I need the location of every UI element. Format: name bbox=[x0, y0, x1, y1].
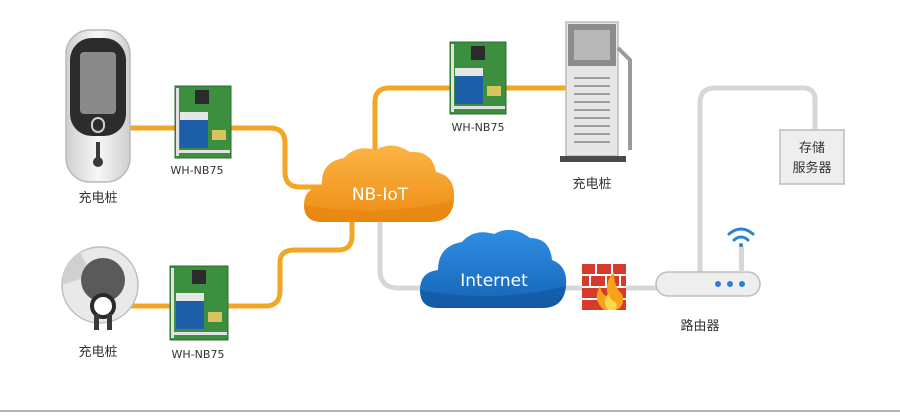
storage-server-icon bbox=[779, 129, 845, 185]
module-top-right-icon bbox=[449, 41, 507, 115]
connection-lines bbox=[117, 85, 818, 309]
wifi-signal-icon bbox=[727, 227, 755, 247]
module-top-left-label: WH-NB75 bbox=[171, 164, 224, 177]
module-bottom-left-icon bbox=[169, 265, 229, 341]
link-module-bl-to-nbiot bbox=[225, 215, 355, 309]
internet-cloud-icon bbox=[420, 229, 567, 308]
link-module-tl-to-nbiot bbox=[227, 125, 343, 190]
charger-top-right-icon bbox=[560, 21, 632, 162]
charger-top-left-icon bbox=[65, 29, 131, 183]
charger-bottom-left-icon bbox=[61, 246, 139, 330]
module-bottom-left-label: WH-NB75 bbox=[172, 348, 225, 361]
internet-cloud-label: Internet bbox=[460, 271, 528, 291]
charger-top-right-label: 充电桩 bbox=[572, 176, 611, 192]
router-label: 路由器 bbox=[680, 318, 719, 334]
server-label-line1: 存储 bbox=[799, 141, 825, 156]
module-top-right-label: WH-NB75 bbox=[452, 121, 505, 134]
nbiot-cloud-icon bbox=[304, 145, 455, 222]
charger-top-left-label: 充电桩 bbox=[78, 190, 117, 206]
nbiot-cloud-label: NB-IoT bbox=[352, 185, 409, 205]
link-nbiot-to-module-tr bbox=[372, 85, 455, 163]
router-icon bbox=[655, 246, 761, 297]
link-nbiot-to-internet bbox=[377, 215, 433, 291]
link-router-to-server bbox=[697, 85, 818, 278]
module-top-left-icon bbox=[174, 85, 232, 159]
firewall-icon bbox=[582, 264, 626, 310]
server-label-line2: 服务器 bbox=[792, 160, 831, 176]
charger-bottom-left-label: 充电桩 bbox=[78, 344, 117, 360]
